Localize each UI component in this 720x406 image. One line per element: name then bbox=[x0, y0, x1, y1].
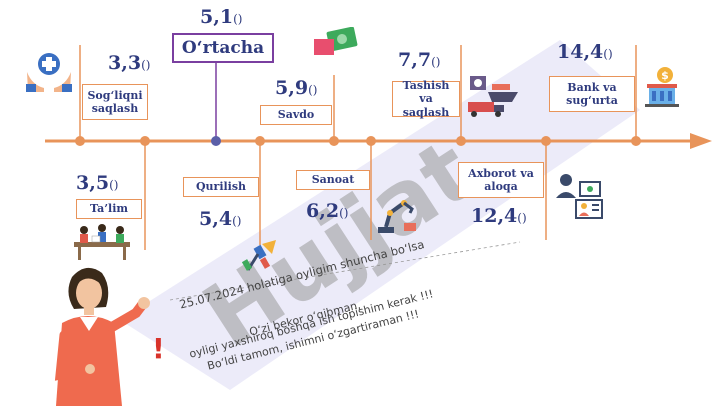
education-people-icon bbox=[74, 224, 130, 260]
value-trade: 5,9() bbox=[275, 77, 318, 99]
bank-building-icon: $ bbox=[645, 67, 679, 107]
tick-dot bbox=[255, 136, 265, 146]
value-average: 5,1() bbox=[200, 6, 243, 28]
exclamation-mark: ! bbox=[152, 332, 165, 365]
value-education: 3,5() bbox=[76, 172, 119, 194]
healthcare-hands-icon bbox=[26, 53, 72, 92]
label-transport: Tashish va saqlash bbox=[392, 79, 460, 119]
svg-text:$: $ bbox=[661, 69, 669, 82]
value-ict: 12,4() bbox=[471, 205, 527, 227]
ict-support-icon bbox=[556, 174, 603, 219]
value-bank: 14,4() bbox=[557, 41, 613, 63]
label-trade: Savdo bbox=[260, 105, 332, 125]
thinking-woman-illustration bbox=[54, 267, 150, 406]
value-transport: 7,7() bbox=[398, 49, 441, 71]
label-bank: Bank va sug‘urta bbox=[549, 76, 635, 112]
label-average: O‘rtacha bbox=[172, 33, 274, 63]
tick-dot bbox=[456, 136, 466, 146]
tick-dot bbox=[329, 136, 339, 146]
value-industry: 6,2() bbox=[306, 200, 349, 222]
tick-dot bbox=[140, 136, 150, 146]
money-icon bbox=[314, 27, 358, 55]
dashed-separator bbox=[169, 241, 521, 301]
tick-dot bbox=[541, 136, 551, 146]
tick-dot bbox=[366, 136, 376, 146]
value-healthcare: 3,3() bbox=[108, 52, 151, 74]
axis-arrow-icon bbox=[690, 133, 712, 149]
label-healthcare: Sog‘liqni saqlash bbox=[82, 84, 148, 120]
value-construction: 5,4() bbox=[199, 208, 242, 230]
tick-dot bbox=[631, 136, 641, 146]
label-construction: Qurilish bbox=[183, 177, 259, 197]
construction-brush-icon bbox=[242, 240, 276, 271]
tick-dot bbox=[75, 136, 85, 146]
label-education: Ta’lim bbox=[76, 199, 142, 219]
industry-robot-arm-icon bbox=[378, 200, 416, 233]
tick-dot-average bbox=[211, 136, 221, 146]
transport-truck-ship-icon bbox=[468, 76, 518, 117]
label-industry: Sanoat bbox=[296, 170, 370, 190]
label-ict: Axborot va aloqa bbox=[458, 162, 544, 198]
